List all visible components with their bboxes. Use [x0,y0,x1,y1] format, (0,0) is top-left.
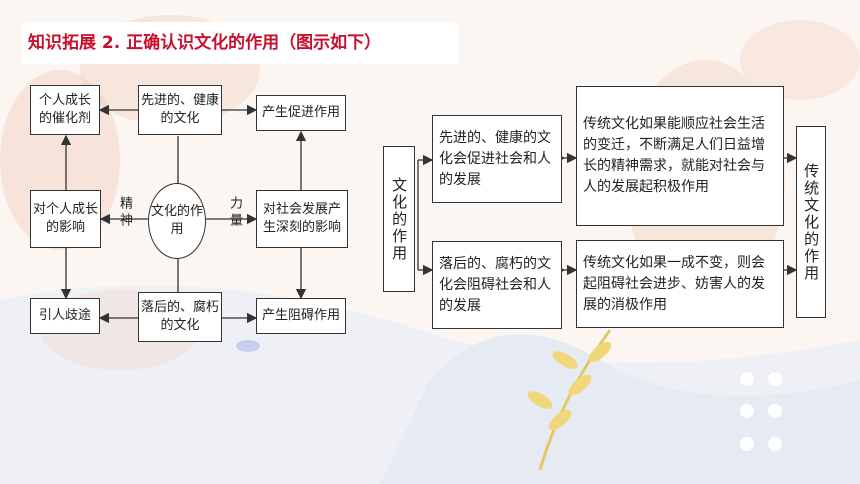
promote-effect-box: 产生促进作用 [256,95,346,131]
dot [740,437,754,451]
catalyst-box: 个人成长的催化剂 [30,85,100,135]
society-impact-box: 对社会发展产生深刻的影响 [256,190,348,248]
traditional-negative-box: 传统文化如果一成不变，则会起阻碍社会进步、妨害人的发展的消极作用 [576,240,784,328]
dot [768,437,782,451]
leaf-yellow [588,341,612,363]
dot [740,404,754,418]
leaf-shape [740,20,860,100]
petal-shape [236,340,260,352]
dot [768,404,782,418]
backward-hinders-box: 落后的、腐朽的文化会阻碍社会和人的发展 [432,241,562,329]
lead-astray-box: 引人歧途 [30,298,100,334]
hinder-effect-box: 产生阻碍作用 [256,298,346,334]
dot [768,372,782,386]
leaf-yellow [548,409,572,431]
advanced-culture-box: 先进的、健康的文化 [138,85,222,135]
leaf-yellow [552,351,578,369]
spirit-label: 精神 [117,196,132,230]
backward-culture-box: 落后的、腐朽的文化 [138,292,222,342]
traditional-positive-box: 传统文化如果能顺应社会生活的变迁，不断满足人们日益增长的精神需求，就能对社会与人… [576,86,784,226]
leaf-yellow [527,391,553,409]
role-of-culture-oval: 文化的作用 [148,183,206,259]
advanced-promotes-box: 先进的、健康的文化会促进社会和人的发展 [432,115,562,203]
leaf-yellow [568,374,592,396]
dot [740,372,754,386]
force-label: 力量 [227,196,242,230]
page-title: 知识拓展 2. 正确认识文化的作用（图示如下） [22,22,458,64]
traditional-culture-role-box: 传统文化的作用 [796,126,826,318]
role-of-culture-vertical-box: 文化的作用 [383,146,415,292]
individual-impact-box: 对个人成长的影响 [30,190,101,248]
